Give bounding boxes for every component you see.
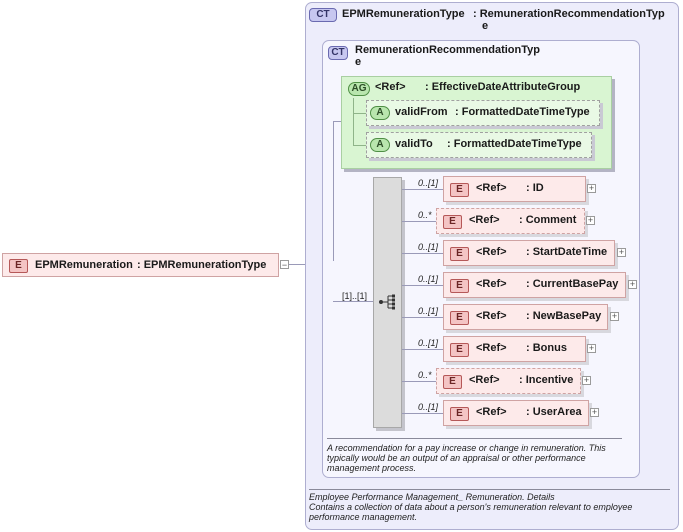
element-ref: <Ref>	[476, 246, 507, 258]
attribute-badge-icon: A	[370, 138, 390, 152]
connector-line	[289, 264, 305, 265]
inner-type-doc-line: management process.	[327, 463, 417, 473]
connector-line	[333, 301, 373, 302]
element-currentbasepay[interactable]: E <Ref> : CurrentBasePay	[443, 272, 626, 298]
attribute-validto[interactable]: A validTo : FormattedDateTimeType	[366, 132, 592, 158]
expand-icon[interactable]: +	[587, 343, 596, 353]
inner-type-name-cont: e	[355, 56, 362, 68]
complex-type-name: EPMRemunerationType	[342, 8, 465, 20]
root-element-epmremuneration[interactable]: E EPMRemuneration : EPMRemunerationType	[2, 253, 279, 277]
element-name: : Comment	[519, 214, 577, 226]
connector-line	[402, 413, 443, 414]
element-name: : NewBasePay	[526, 310, 602, 322]
element-ref: <Ref>	[476, 278, 507, 290]
expand-icon[interactable]: +	[586, 215, 595, 225]
element-badge: E	[443, 215, 462, 229]
element-comment[interactable]: E <Ref> : Comment	[436, 208, 585, 234]
element-cardinality: 0..*	[418, 370, 432, 380]
connector-line	[353, 113, 366, 114]
expand-icon[interactable]: +	[582, 375, 591, 385]
element-name: : CurrentBasePay	[526, 278, 619, 290]
outer-type-doc-line: Contains a collection of data about a pe…	[309, 502, 633, 512]
element-badge: E	[450, 343, 469, 357]
expand-icon[interactable]: +	[628, 279, 637, 289]
inner-type-name: RemunerationRecommendationTyp	[355, 44, 540, 56]
connector-line	[402, 189, 443, 190]
connector-line	[333, 121, 334, 261]
element-cardinality: 0..[1]	[418, 306, 439, 316]
attribute-name: validFrom	[395, 106, 448, 118]
element-badge: E	[450, 279, 469, 293]
connector-line	[402, 317, 443, 318]
collapse-toggle-icon[interactable]: −	[280, 260, 289, 270]
element-cardinality: 0..[1]	[418, 242, 439, 252]
connector-line	[402, 285, 443, 286]
root-element-type: : EPMRemunerationType	[137, 259, 267, 271]
attribute-group-badge-icon: AG	[348, 82, 370, 96]
element-cardinality: 0..[1]	[418, 402, 439, 412]
doc-separator	[309, 489, 670, 490]
element-badge: E	[450, 311, 469, 325]
root-element-name: EPMRemuneration	[35, 259, 133, 271]
connector-line	[353, 145, 366, 146]
expand-icon[interactable]: +	[617, 247, 626, 257]
element-badge: E	[443, 375, 462, 389]
attribute-type: : FormattedDateTimeType	[455, 106, 590, 118]
complex-type-base-cont: e	[482, 20, 489, 32]
element-badge: E	[9, 259, 28, 273]
element-name: : Bonus	[526, 342, 567, 354]
element-id[interactable]: E <Ref> : ID	[443, 176, 586, 202]
element-newbasepay[interactable]: E <Ref> : NewBasePay	[443, 304, 608, 330]
element-ref: <Ref>	[469, 214, 500, 226]
complex-type-badge-icon: CT	[328, 46, 348, 60]
element-userarea[interactable]: E <Ref> : UserArea	[443, 400, 589, 426]
sequence-compositor[interactable]	[373, 177, 402, 428]
connector-line	[402, 221, 436, 222]
connector-line	[402, 381, 436, 382]
attribute-group-ref: <Ref>	[375, 81, 406, 93]
attribute-badge-icon: A	[370, 106, 390, 120]
element-cardinality: 0..[1]	[418, 338, 439, 348]
sequence-cardinality: [1]..[1]	[342, 291, 368, 301]
element-cardinality: 0..*	[418, 210, 432, 220]
element-ref: <Ref>	[476, 310, 507, 322]
expand-icon[interactable]: +	[590, 407, 599, 417]
element-ref: <Ref>	[476, 342, 507, 354]
connector-line	[353, 98, 354, 146]
element-incentive[interactable]: E <Ref> : Incentive	[436, 368, 581, 394]
attribute-validfrom[interactable]: A validFrom : FormattedDateTimeType	[366, 100, 600, 126]
element-badge: E	[450, 407, 469, 421]
outer-type-doc-line: Employee Performance Management_ Remuner…	[309, 492, 555, 502]
connector-line	[333, 121, 341, 122]
element-startdatetime[interactable]: E <Ref> : StartDateTime	[443, 240, 615, 266]
element-bonus[interactable]: E <Ref> : Bonus	[443, 336, 586, 362]
element-ref: <Ref>	[469, 374, 500, 386]
doc-separator	[327, 438, 622, 439]
connector-line	[402, 253, 443, 254]
element-ref: <Ref>	[476, 182, 507, 194]
element-cardinality: 0..[1]	[418, 178, 439, 188]
attribute-group-name: : EffectiveDateAttributeGroup	[425, 81, 581, 93]
complex-type-badge-icon: CT	[309, 8, 337, 22]
sequence-icon	[379, 294, 395, 310]
expand-icon[interactable]: +	[587, 183, 596, 193]
outer-type-doc-line: performance management.	[309, 512, 418, 522]
element-cardinality: 0..[1]	[418, 274, 439, 284]
connector-line	[402, 349, 443, 350]
inner-type-doc-line: A recommendation for a pay increase or c…	[327, 443, 606, 453]
element-name: : UserArea	[526, 406, 582, 418]
element-name: : StartDateTime	[526, 246, 608, 258]
attribute-type: : FormattedDateTimeType	[447, 138, 582, 150]
attribute-name: validTo	[395, 138, 433, 150]
element-name: : ID	[526, 182, 544, 194]
element-badge: E	[450, 247, 469, 261]
element-name: : Incentive	[519, 374, 574, 386]
element-badge: E	[450, 183, 469, 197]
element-ref: <Ref>	[476, 406, 507, 418]
expand-icon[interactable]: +	[610, 311, 619, 321]
inner-type-doc-line: typically would be an output of an appra…	[327, 453, 586, 463]
complex-type-base: : RemunerationRecommendationTyp	[473, 8, 665, 20]
